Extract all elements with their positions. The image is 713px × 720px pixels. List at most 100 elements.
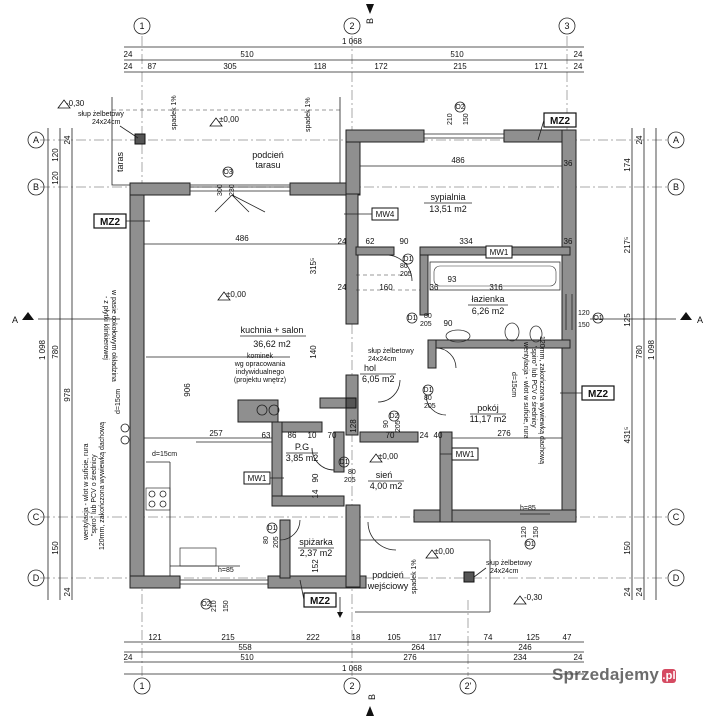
svg-text:24: 24 xyxy=(124,50,133,59)
note-h85-b: h=85 xyxy=(520,505,536,512)
room-sypialnia-name: sypialnia xyxy=(430,192,465,202)
svg-text:150: 150 xyxy=(578,322,590,329)
axis-label-left-b: B xyxy=(33,182,39,192)
room-kuchnia-area: 36,62 m2 xyxy=(253,339,291,349)
svg-text:315⁵: 315⁵ xyxy=(309,258,318,275)
note-slup-mid-1: słup żelbetowy xyxy=(368,348,414,355)
wall-room-west xyxy=(427,339,437,369)
svg-text:230: 230 xyxy=(229,184,236,196)
svg-text:150: 150 xyxy=(623,541,632,555)
svg-text:160: 160 xyxy=(379,283,393,292)
room-pg-name: P.G xyxy=(295,442,309,452)
level-c: ±0,00 xyxy=(378,452,399,461)
svg-text:24: 24 xyxy=(420,431,429,440)
note-spadek-1: spadek 1% xyxy=(171,95,178,130)
note-kominek-2: wg opracowania xyxy=(234,361,286,368)
section-arrow-right-icon xyxy=(680,312,692,320)
svg-text:47: 47 xyxy=(563,633,572,642)
wall-pg-left xyxy=(271,421,283,503)
svg-text:215: 215 xyxy=(221,633,235,642)
note-slup-br-2: 24x24cm xyxy=(490,568,519,575)
svg-text:300: 300 xyxy=(217,184,224,196)
svg-text:140: 140 xyxy=(309,345,318,359)
svg-text:118: 118 xyxy=(314,62,327,71)
svg-text:24: 24 xyxy=(635,587,644,596)
axis-label-bottom-2p: 2' xyxy=(465,681,472,691)
note-slup-tl-2: 24x24cm xyxy=(92,119,121,126)
openings xyxy=(120,133,573,585)
boiler-icon-2 xyxy=(268,404,280,416)
wall-sien-top xyxy=(359,431,419,443)
svg-text:70: 70 xyxy=(328,431,337,440)
note-h85-a: h=85 xyxy=(218,567,234,574)
svg-text:205: 205 xyxy=(424,403,436,410)
wall-pg-bottom xyxy=(271,495,345,507)
dimensions-left: 1 098 120 120 780 150 24 978 24 xyxy=(38,128,73,600)
svg-text:510: 510 xyxy=(240,653,254,662)
tag-mw1-c: MW1 xyxy=(248,474,267,483)
svg-text:120: 120 xyxy=(51,171,60,185)
dimensions-right: 174 217⁵ 125 431⁵ 150 24 24 780 24 1 098 xyxy=(623,128,657,600)
note-went-r-3: 120mm, zakończona wywiewką dachową xyxy=(538,336,545,464)
note-d15-b: d=15cm xyxy=(152,451,177,458)
svg-text:18: 18 xyxy=(352,633,361,642)
notes: słup żelbetowy 24x24cm słup żelbetowy 24… xyxy=(78,95,545,594)
svg-text:24: 24 xyxy=(623,587,632,596)
wall-bottom-mid xyxy=(267,575,367,589)
svg-text:93: 93 xyxy=(448,275,457,284)
note-went-r-2: "spiro" lub PCV o średnicy xyxy=(530,346,537,428)
wall-left xyxy=(129,182,145,588)
svg-text:O1: O1 xyxy=(593,315,602,322)
section-label-left: A xyxy=(12,315,18,325)
svg-text:150: 150 xyxy=(463,113,470,125)
level-e: -0,30 xyxy=(524,593,543,602)
column-hall xyxy=(345,397,357,409)
svg-text:276: 276 xyxy=(403,653,417,662)
wall-pantry-left xyxy=(279,519,291,579)
svg-text:87: 87 xyxy=(148,62,157,71)
bathtub-icon xyxy=(429,261,561,291)
svg-text:205: 205 xyxy=(344,477,356,484)
room-podcien-wej-2: wejściowy xyxy=(367,581,409,591)
axis-label-right-d: D xyxy=(673,573,680,583)
svg-text:80: 80 xyxy=(348,469,356,476)
note-slup-br-1: słup żelbetowy xyxy=(486,560,532,567)
column-terrace xyxy=(134,133,146,145)
room-sien-name: sień xyxy=(376,470,393,480)
section-arrow-top-icon xyxy=(366,4,374,14)
room-labels: taras podcień tarasu kuchnia + salon 36,… xyxy=(115,150,508,591)
svg-text:150: 150 xyxy=(533,526,540,538)
svg-text:D1: D1 xyxy=(340,459,349,466)
room-podcien-wej-1: podcień xyxy=(372,570,404,580)
wall-bedroom-west xyxy=(345,193,359,325)
svg-text:24: 24 xyxy=(635,135,644,144)
room-spizarka-name: spiżarka xyxy=(299,537,333,547)
note-slup-tl-1: słup żelbetowy xyxy=(78,111,124,118)
svg-text:906: 906 xyxy=(183,383,192,397)
svg-text:215: 215 xyxy=(453,62,467,71)
dim-bottom-total: 1 068 xyxy=(342,664,363,673)
axis-label-top-1: 1 xyxy=(139,21,144,31)
bidet-icon xyxy=(529,325,543,343)
svg-text:D1: D1 xyxy=(268,525,277,532)
inner-dimensions: 486 486 62 90 334 24 36 160 316 24 93 36… xyxy=(144,156,573,573)
svg-text:36: 36 xyxy=(564,237,573,246)
room-lazienka-name: łazienka xyxy=(471,294,504,304)
section-arrow-bottom-icon xyxy=(366,706,374,716)
room-hol-name: hol xyxy=(364,363,376,373)
svg-text:234: 234 xyxy=(513,653,527,662)
svg-text:205: 205 xyxy=(273,536,280,548)
svg-text:D2: D2 xyxy=(390,413,399,420)
svg-text:90: 90 xyxy=(444,319,453,328)
svg-text:86: 86 xyxy=(288,431,297,440)
svg-text:10: 10 xyxy=(308,431,317,440)
note-went-r-1: wentylacja - wlot w suficie, rura xyxy=(522,341,529,439)
svg-text:105: 105 xyxy=(387,633,401,642)
section-markers: B B A A xyxy=(12,4,703,716)
wall-top-right-a xyxy=(345,129,425,143)
tag-mz2-top: MZ2 xyxy=(550,116,570,127)
tag-mz2-right: MZ2 xyxy=(588,389,608,400)
room-spizarka-area: 2,37 m2 xyxy=(300,548,333,558)
svg-text:172: 172 xyxy=(374,62,388,71)
